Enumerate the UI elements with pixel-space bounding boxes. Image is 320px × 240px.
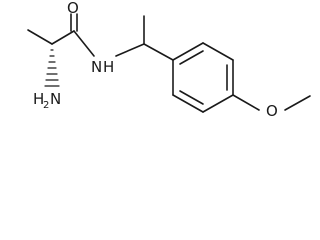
stereo-hash-wedge [44,49,60,87]
atom-label-amine-subscript: 2 [43,100,49,111]
bond-carbonyl-nitrogen [73,30,95,57]
atom-label-oxygen-carbonyl: O [67,0,79,17]
atom-label-hydrogen-amide: H [103,58,114,76]
bond-methyl-alpha [27,29,53,45]
bond-oxygen-methyl [284,95,311,111]
bond-nitrogen-methine [115,43,145,57]
atom-label-nitrogen-amide: N [91,58,102,76]
atom-label-amine-nitrogen: N [50,90,61,108]
chemical-structure-diagram: O N H H 2 N O [27,0,311,120]
atom-label-oxygen-ether: O [266,102,278,120]
bond-alpha-carbonyl [51,30,75,45]
atom-label-amine-hydrogen: H [33,90,44,108]
bond-methine-ring [143,43,174,61]
bond-ring-oxygen [232,94,260,111]
benzene-ring [172,42,234,113]
